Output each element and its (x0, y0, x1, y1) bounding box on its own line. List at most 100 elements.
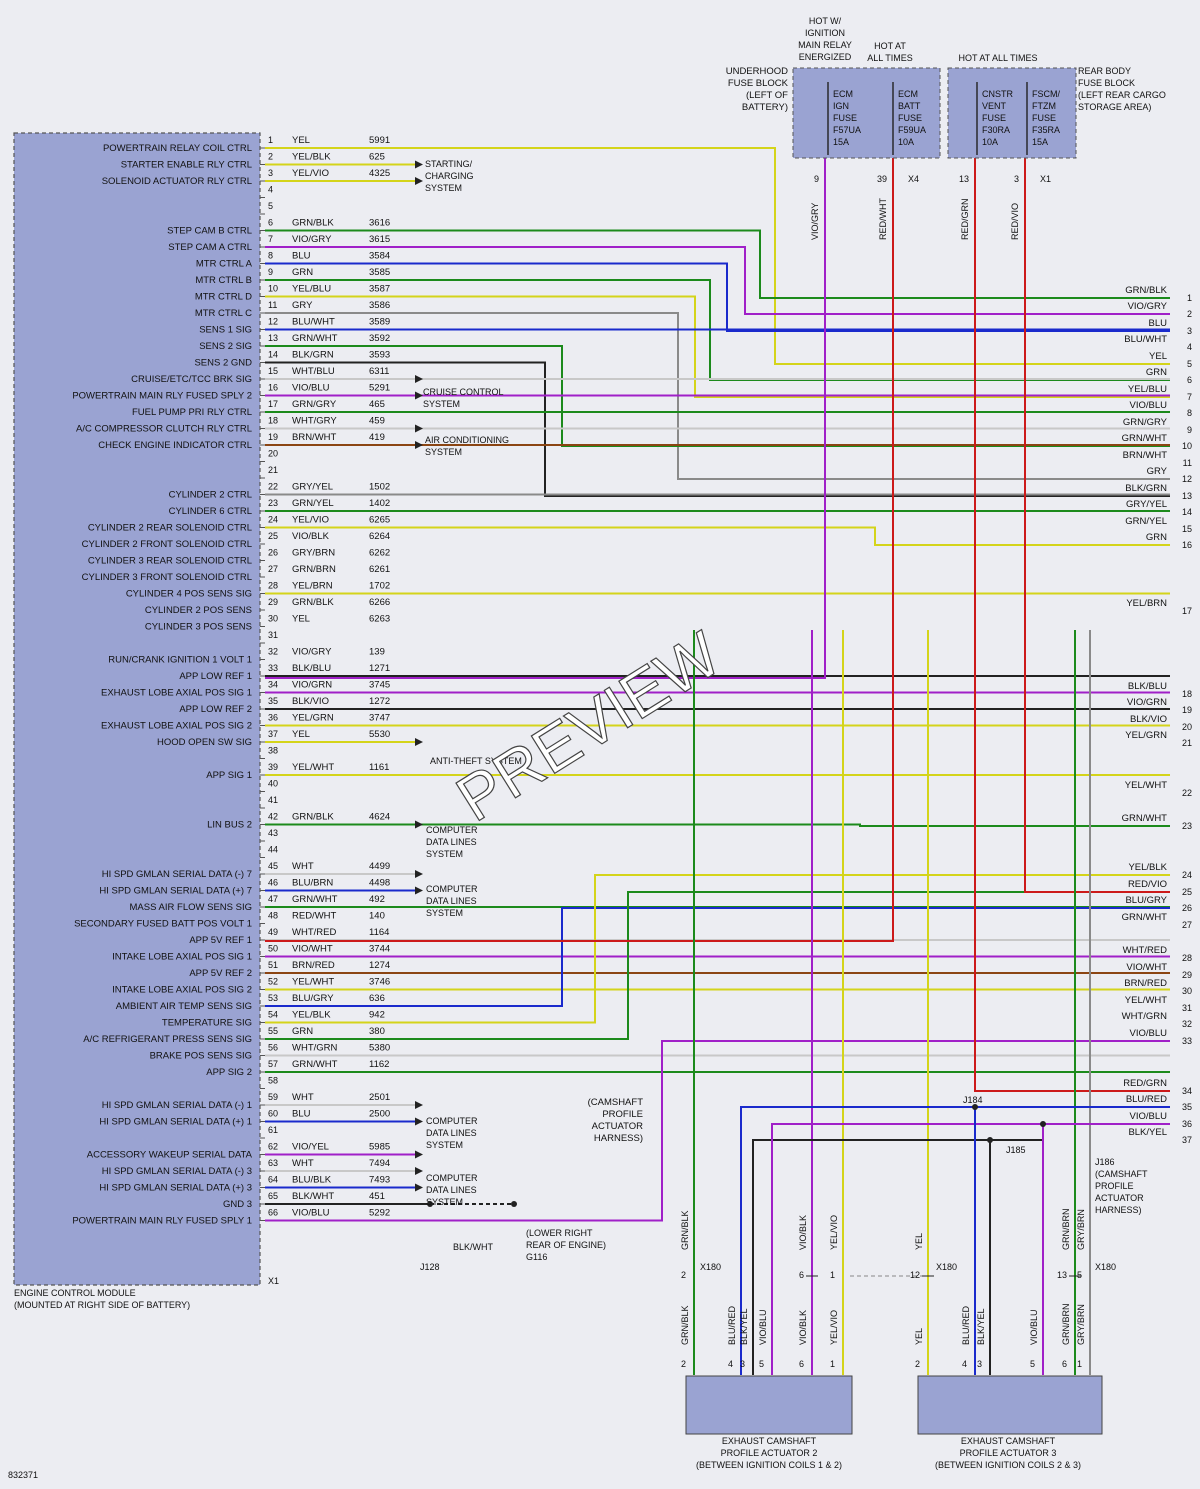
actuator-label: PROFILE ACTUATOR 2 (721, 1448, 818, 1458)
actuator-wire (740, 1106, 1170, 1375)
ecm-circuit-number: 3616 (369, 218, 390, 229)
ecm-pin-function: INTAKE LOBE AXIAL POS SIG 1 (112, 952, 252, 963)
ecm-pin-function: CYLINDER 3 FRONT SOLENOID CTRL (82, 572, 252, 583)
ecm-pin-function: RUN/CRANK IGNITION 1 VOLT 1 (108, 655, 252, 666)
ecm-pin-function: APP SIG 1 (206, 770, 252, 781)
right-connector-pin: 26 (1182, 903, 1192, 913)
right-connector-pin: 32 (1182, 1019, 1192, 1029)
ecm-pin-number: 45 (268, 861, 278, 871)
fuse-wire (265, 158, 894, 942)
right-connector-wire-color: BRN/WHT (1123, 450, 1168, 461)
ecm-circuit-number: 636 (369, 993, 385, 1004)
ecm-pin-number: 63 (268, 1158, 278, 1168)
ecm-wire-color: VIO/GRY (292, 234, 332, 245)
ecm-wire-color: YEL/BLK (292, 1010, 331, 1021)
ecm-pin-function: HI SPD GMLAN SERIAL DATA (-) 3 (102, 1166, 252, 1177)
ecm-pin-number: 51 (268, 960, 278, 970)
right-connector-wire-color: VIO/GRY (1128, 301, 1168, 312)
right-connector-pin: 3 (1187, 326, 1192, 336)
rear-fuse-block-label: FUSE BLOCK (1078, 78, 1135, 88)
actuator-wire-color: BLK/YEL (976, 1308, 986, 1345)
ecm-circuit-number: 139 (369, 647, 385, 658)
splice-j184: J184 (963, 1095, 983, 1105)
ecm-pin-function: HI SPD GMLAN SERIAL DATA (-) 7 (102, 869, 252, 880)
system-label: DATA LINES (426, 896, 477, 906)
ecm-pin-function: MTR CTRL A (196, 259, 253, 270)
ecm-wire-color: GRN (292, 1026, 313, 1037)
fuse-label: FSCM/ (1032, 89, 1060, 99)
ecm-pin-number: 18 (268, 416, 278, 426)
fuse-label: F57UA (833, 125, 861, 135)
right-connector-wire-color: WHT/RED (1123, 945, 1167, 956)
ecm-circuit-number: 492 (369, 894, 385, 905)
right-connector-wire-color: RED/VIO (1128, 879, 1167, 890)
ecm-circuit-number: 7493 (369, 1175, 390, 1186)
ecm-circuit-number: 459 (369, 416, 385, 427)
ecm-wire-color: BLU/WHT (292, 317, 335, 328)
harness-pin: 13 (1057, 1270, 1067, 1280)
system-label: COMPUTER (426, 884, 478, 894)
underhood-fuse-block-label: UNDERHOOD (726, 66, 788, 77)
harness-note: ACTUATOR (592, 1121, 644, 1132)
actuator-pin: 1 (830, 1359, 835, 1369)
fuse-wire-color: RED/GRN (960, 198, 970, 240)
right-connector-pin: 16 (1182, 540, 1192, 550)
ecm-pin-number: 22 (268, 482, 278, 492)
ecm-title: ENGINE CONTROL MODULE (14, 1288, 136, 1298)
ecm-pin-number: 37 (268, 729, 278, 739)
system-label: DATA LINES (426, 1128, 477, 1138)
ecm-wire-color: VIO/BLK (292, 531, 330, 542)
actuator-wire-color: BLK/YEL (739, 1308, 749, 1345)
ground-location: REAR OF ENGINE) (526, 1240, 606, 1250)
supply-wire (265, 1040, 1170, 1222)
system-label: SYSTEM (426, 849, 463, 859)
ecm-pin-function: MASS AIR FLOW SENS SIG (130, 902, 252, 913)
actuator-pin: 5 (759, 1359, 764, 1369)
ecm-pin-function: EXHAUST LOBE AXIAL POS SIG 1 (101, 688, 252, 699)
actuator-label: EXHAUST CAMSHAFT (961, 1436, 1056, 1446)
ecm-pin-function: CYLINDER 3 POS SENS (145, 622, 252, 633)
ecm-pin-number: 38 (268, 746, 278, 756)
right-connector-pin: 7 (1187, 392, 1192, 402)
hot-all-times-label: ALL TIMES (867, 53, 913, 63)
ecm-pin-function: MTR CTRL C (195, 308, 252, 319)
system-label: STARTING/ (425, 159, 473, 169)
ecm-pin-function: CYLINDER 3 REAR SOLENOID CTRL (88, 556, 252, 567)
right-connector-wire-color: VIO/BLU (1130, 1111, 1168, 1122)
connector-x180: X180 (700, 1262, 721, 1272)
right-connector-wire-color: RED/GRN (1123, 1078, 1167, 1089)
ecm-pin-function: HI SPD GMLAN SERIAL DATA (+) 1 (99, 1117, 252, 1128)
ecm-pin-function: HOOD OPEN SW SIG (157, 737, 252, 748)
ecm-wire-color: YEL (292, 614, 310, 625)
ecm-circuit-number: 3745 (369, 680, 390, 691)
fuse-label: 10A (982, 137, 998, 147)
ecm-pin-function: SOLENOID ACTUATOR RLY CTRL (102, 176, 252, 187)
ecm-to-connector-wire (265, 891, 1170, 1040)
ecm-pin-number: 12 (268, 317, 278, 327)
right-connector-pin: 1 (1187, 293, 1192, 303)
system-label: CRUISE CONTROL (423, 387, 504, 397)
ecm-circuit-number: 5292 (369, 1208, 390, 1219)
hot-ignition-label: ENERGIZED (799, 52, 852, 62)
hot-ignition-label: HOT W/ (809, 16, 842, 26)
ecm-circuit-number: 451 (369, 1191, 385, 1202)
fuse-label: F35RA (1032, 125, 1060, 135)
ecm-pin-number: 17 (268, 399, 278, 409)
fuse-wire-color: VIO/GRY (810, 203, 820, 240)
ecm-pin-function: SENS 1 SIG (199, 325, 252, 336)
ecm-location: (MOUNTED AT RIGHT SIDE OF BATTERY) (14, 1300, 190, 1310)
actuator-2-box (685, 1375, 853, 1435)
right-connector-wire-color: BLK/VIO (1130, 714, 1167, 725)
system-label: DATA LINES (426, 837, 477, 847)
ecm-to-connector-wire (265, 246, 1170, 315)
ecm-wire-color: GRN/BLK (292, 597, 334, 608)
system-label: SYSTEM (426, 1197, 463, 1207)
system-label: CHARGING (425, 171, 474, 181)
right-connector-wire-color: GRN/GRY (1123, 417, 1168, 428)
actuator-pin: 4 (728, 1359, 733, 1369)
ecm-wire-color: BLK/WHT (292, 1191, 334, 1202)
ecm-wire-color: YEL/VIO (292, 515, 329, 526)
fuse-label: ECM (898, 89, 918, 99)
ecm-pin-function: ACCESSORY WAKEUP SERIAL DATA (87, 1150, 253, 1161)
connector-x4: X4 (908, 174, 919, 184)
